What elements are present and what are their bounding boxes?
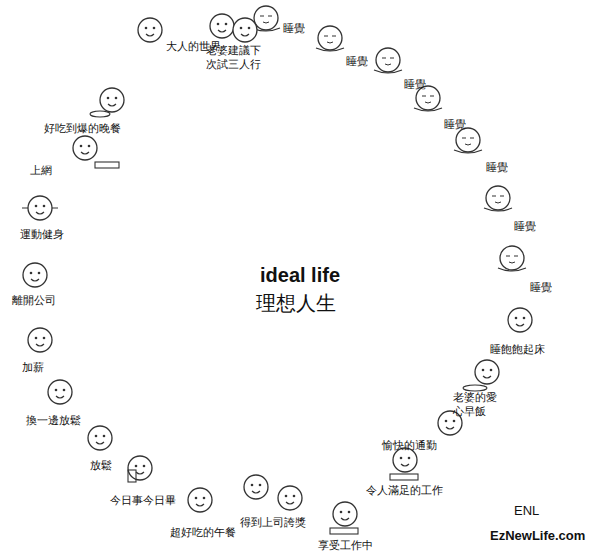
activity-label-text: 愉快的通勤 (382, 439, 437, 452)
activity-label: 睡飽飽起床 (490, 343, 545, 357)
activity-label-text: 睡覺 (514, 220, 536, 233)
activity-label: 睡覺 (346, 55, 368, 69)
watermark: ENL (514, 503, 539, 520)
activity-label-text: 睡覺 (530, 281, 552, 294)
activity-label-text: 老婆的愛 心早飯 (453, 391, 497, 418)
activity-label: 得到上司誇獎 (240, 516, 306, 530)
activity-label: 好吃到爆的晚餐 (44, 122, 121, 136)
activity-label: 老婆建議下 次試三人行 (206, 44, 268, 73)
activity-label: 超好吃的午餐 (170, 526, 236, 540)
activity-label-text: 睡飽飽起床 (490, 343, 545, 356)
watermark: EzNewLife.com (490, 528, 585, 545)
activity-label: 加薪 (22, 361, 44, 375)
activity-label-text: 加薪 (22, 361, 44, 374)
activity-label-text: 放鬆 (90, 459, 112, 472)
activity-label: 睡覺 (283, 22, 305, 36)
activity-label: 放鬆 (90, 459, 112, 473)
title: ideal life (0, 262, 600, 288)
activity-label: 睡覺 (514, 220, 536, 234)
activity-label: 運動健身 (20, 228, 64, 242)
activity-label-text: 令人滿足的工作 (366, 484, 443, 497)
activity-label-text: 好吃到爆的晚餐 (44, 122, 121, 135)
watermark-text: EzNewLife.com (490, 528, 585, 543)
activity-label-text: 睡覺 (404, 78, 426, 91)
activity-label: 離開公司 (12, 294, 56, 308)
activity-label: 愉快的通勤 (382, 439, 437, 453)
activity-label-text: 上網 (30, 164, 52, 177)
activity-label: 享受工作中 (318, 539, 373, 553)
activity-label-text: 今日事今日畢 (110, 494, 176, 507)
activity-label: 老婆的愛 心早飯 (453, 391, 505, 420)
activity-label-text: 運動健身 (20, 228, 64, 241)
subtitle-text: 理想人生 (256, 291, 336, 315)
activity-label-text: 睡覺 (283, 22, 305, 35)
activity-label: 上網 (30, 164, 52, 178)
activity-label-text: 超好吃的午餐 (170, 526, 236, 539)
activity-label-text: 睡覺 (486, 161, 508, 174)
activity-label-text: 離開公司 (12, 294, 56, 307)
sleeping-figures (252, 6, 526, 271)
activity-label-text: 老婆建議下 次試三人行 (206, 44, 261, 71)
activity-label: 換一邊放鬆 (26, 414, 81, 428)
activity-label-text: 換一邊放鬆 (26, 414, 81, 427)
activity-label: 睡覺 (486, 161, 508, 175)
activity-label-text: 享受工作中 (318, 539, 373, 552)
props (22, 111, 487, 534)
activity-label: 睡覺 (530, 281, 552, 295)
title-text: ideal life (260, 264, 340, 286)
activity-label: 令人滿足的工作 (366, 484, 443, 498)
activity-label: 睡覺 (404, 78, 426, 92)
awake-figures (23, 14, 532, 526)
subtitle: 理想人生 (0, 290, 596, 316)
activity-label: 今日事今日畢 (110, 494, 176, 508)
activity-label-text: 睡覺 (346, 55, 368, 68)
activity-label-text: 得到上司誇獎 (240, 516, 306, 529)
activity-label-text: 睡覺 (444, 118, 466, 131)
activity-label: 睡覺 (444, 118, 466, 132)
watermark-text: ENL (514, 503, 539, 518)
